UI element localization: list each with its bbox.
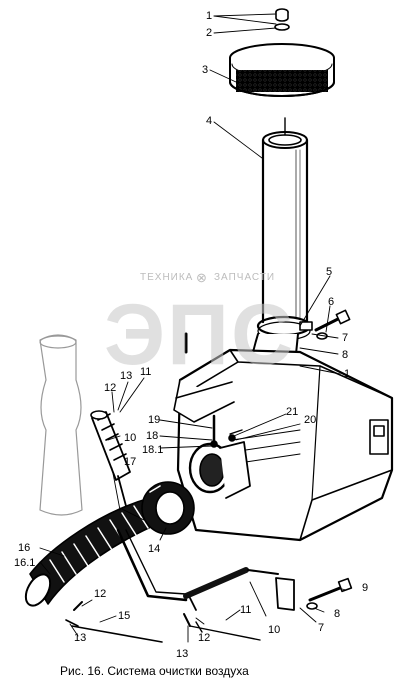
seal-ring [141, 481, 195, 535]
callout-19: 19 [148, 414, 161, 426]
intake-pipe [261, 117, 309, 324]
mounting-bracket [275, 577, 353, 611]
corrugated-hose [24, 497, 163, 607]
engine-intake-ghost [39, 334, 83, 516]
lower-tube [116, 528, 279, 611]
cap-nut [275, 8, 289, 22]
callout-12-bottom: 12 [198, 632, 211, 644]
filter-cover [229, 43, 335, 97]
callout-10-left: 10 [124, 432, 137, 444]
callout-1-mid: 1 [344, 368, 351, 380]
callout-13-bottom-left: 13 [74, 632, 87, 644]
callout-13-top: 13 [120, 370, 133, 382]
watermark-logo: ЭПС [104, 287, 296, 383]
callout-8-bottom: 8 [334, 608, 341, 620]
callout-6: 6 [328, 296, 335, 308]
callout-18-1: 18.1 [142, 444, 164, 456]
callout-16: 16 [18, 542, 31, 554]
callout-10-bottom: 10 [268, 624, 281, 636]
callout-13-bottom: 13 [176, 648, 189, 660]
callout-12-bottom-left: 12 [94, 588, 107, 600]
callout-14: 14 [148, 543, 161, 555]
callout-16-1: 16.1 [14, 557, 36, 569]
callout-21: 21 [286, 406, 299, 418]
callout-18: 18 [146, 430, 159, 442]
callout-9: 9 [362, 582, 369, 594]
washer-top [274, 23, 290, 31]
outlet-spigot [188, 441, 251, 499]
callout-8-top: 8 [342, 349, 349, 361]
callout-1-top: 1 [206, 10, 213, 22]
callout-11-bottom: 11 [240, 604, 252, 616]
callout-20: 20 [304, 414, 317, 426]
callout-4: 4 [206, 115, 213, 127]
callout-3: 3 [202, 64, 209, 76]
callout-11-top: 11 [140, 366, 152, 378]
watermark-text-right: ЗАПЧАСТИ [214, 272, 276, 283]
hose-upper-left [90, 410, 131, 507]
sensor-bolt [184, 332, 243, 448]
callout-12-top: 12 [104, 382, 117, 394]
callout-15: 15 [118, 610, 131, 622]
callout-7-top: 7 [342, 332, 349, 344]
callout-7-bottom: 7 [318, 622, 325, 634]
watermark-text-left: ТЕХНИКА [140, 272, 194, 283]
callout-5: 5 [326, 266, 333, 278]
callout-2: 2 [206, 27, 213, 39]
figure-caption: Рис. 16. Система очистки воздуха [60, 664, 249, 678]
watermark-logo-icon: ⊗ [196, 270, 208, 285]
callout-17: 17 [124, 456, 137, 468]
leader-lines [39, 13, 347, 643]
hose-clamps-lower [65, 601, 261, 643]
